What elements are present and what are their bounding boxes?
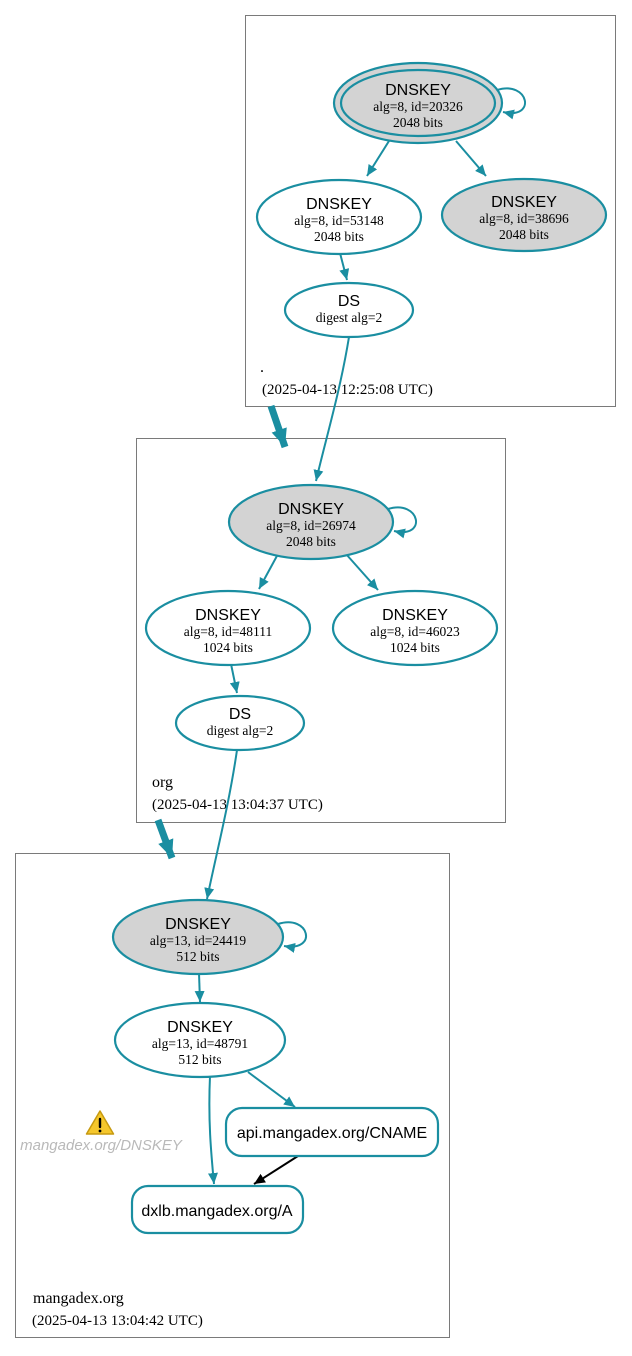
dnskey-node-20326[interactable]: DNSKEY alg=8, id=20326 2048 bits — [332, 61, 504, 145]
edge-zsk48111-to-ds — [229, 663, 240, 694]
dnskey-bits: 512 bits — [176, 949, 219, 964]
ds-title: DS — [338, 293, 360, 310]
dnskey-attrs: alg=8, id=48111 — [184, 624, 272, 639]
rrset-node-a[interactable]: dxlb.mangadex.org/A — [130, 1184, 305, 1235]
dnskey-attrs: alg=8, id=46023 — [370, 624, 460, 639]
dnskey-title: DNSKEY — [385, 82, 451, 99]
ds-node-org[interactable]: DS digest alg=2 — [174, 694, 306, 752]
ds-node-root[interactable]: DS digest alg=2 — [283, 281, 415, 339]
edge-org-ksk-to-zsk46023 — [345, 553, 379, 591]
dnskey-bits: 2048 bits — [286, 534, 336, 549]
dnskey-node-48111[interactable]: DNSKEY alg=8, id=48111 1024 bits — [144, 589, 312, 667]
edge-zsk48791-to-cname — [247, 1071, 296, 1108]
zone-label-root: . — [260, 359, 264, 376]
dnskey-title: DNSKEY — [306, 196, 372, 213]
edge-org-ds-to-mangadex-ksk — [204, 749, 238, 900]
edge-zsk53148-to-ds — [339, 252, 350, 281]
zone-label-org: org — [152, 774, 173, 791]
edge-root-ksk-selfloop — [496, 87, 527, 120]
dnskey-title: DNSKEY — [195, 607, 261, 624]
dnskey-attrs: alg=8, id=38696 — [479, 211, 569, 226]
dnskey-node-48791[interactable]: DNSKEY alg=13, id=48791 512 bits — [113, 1001, 287, 1079]
dnskey-node-38696[interactable]: DNSKEY alg=8, id=38696 2048 bits — [440, 177, 608, 253]
dnskey-bits: 2048 bits — [314, 229, 364, 244]
dnskey-title: DNSKEY — [278, 501, 344, 518]
ds-title: DS — [229, 706, 251, 723]
edge-ksk24419-to-zsk48791 — [194, 972, 205, 1003]
edge-root-ksk-to-zsk38696 — [455, 140, 487, 177]
dnskey-node-53148[interactable]: DNSKEY alg=8, id=53148 2048 bits — [255, 178, 423, 256]
zone-timestamp-mangadex: (2025-04-13 13:04:42 UTC) — [32, 1313, 203, 1329]
warning-label: mangadex.org/DNSKEY — [20, 1137, 183, 1154]
ds-attrs: digest alg=2 — [316, 310, 382, 325]
edge-cname-to-a — [253, 1155, 299, 1185]
dnskey-node-24419[interactable]: DNSKEY alg=13, id=24419 512 bits — [111, 898, 285, 976]
dnskey-node-46023[interactable]: DNSKEY alg=8, id=46023 1024 bits — [331, 589, 499, 667]
dnskey-bits: 2048 bits — [499, 227, 549, 242]
zone-timestamp-org: (2025-04-13 13:04:37 UTC) — [152, 797, 323, 813]
dnskey-attrs: alg=13, id=48791 — [152, 1036, 248, 1051]
edge-org-ksk-to-zsk48111 — [258, 553, 279, 590]
edge-root-ksk-to-zsk53148 — [366, 140, 390, 177]
zone-cut-arrow-org-to-mangadex — [154, 818, 176, 860]
dnskey-attrs: alg=8, id=26974 — [266, 518, 356, 533]
zone-cut-arrow-root-to-org — [267, 404, 289, 449]
dnskey-title: DNSKEY — [165, 916, 231, 933]
rrset-node-cname[interactable]: api.mangadex.org/CNAME — [224, 1106, 440, 1158]
edge-mangadex-ksk-selfloop — [277, 921, 308, 953]
dnskey-attrs: alg=8, id=20326 — [373, 99, 463, 114]
warning-exclamation-dot — [98, 1129, 102, 1133]
dnskey-bits: 1024 bits — [390, 640, 440, 655]
dnskey-bits: 512 bits — [178, 1052, 221, 1067]
zone-timestamp-root: (2025-04-13 12:25:08 UTC) — [262, 382, 433, 398]
dnskey-node-26974[interactable]: DNSKEY alg=8, id=26974 2048 bits — [227, 483, 395, 561]
dnskey-attrs: alg=8, id=53148 — [294, 213, 384, 228]
dnskey-title: DNSKEY — [167, 1019, 233, 1036]
dnskey-title: DNSKEY — [491, 194, 557, 211]
edge-zsk48791-to-a — [207, 1075, 218, 1185]
zone-label-mangadex: mangadex.org — [33, 1290, 124, 1307]
dnskey-title: DNSKEY — [382, 607, 448, 624]
rrset-label: api.mangadex.org/CNAME — [237, 1125, 427, 1142]
rrset-label: dxlb.mangadex.org/A — [141, 1203, 293, 1220]
dnskey-attrs: alg=13, id=24419 — [150, 933, 246, 948]
edge-root-ds-to-org-ksk — [313, 336, 350, 482]
dnskey-bits: 2048 bits — [393, 115, 443, 130]
dnskey-bits: 1024 bits — [203, 640, 253, 655]
edge-org-ksk-selfloop — [387, 506, 418, 539]
ds-attrs: digest alg=2 — [207, 723, 273, 738]
warning-dnskey-group[interactable]: mangadex.org/DNSKEY — [20, 1110, 183, 1154]
